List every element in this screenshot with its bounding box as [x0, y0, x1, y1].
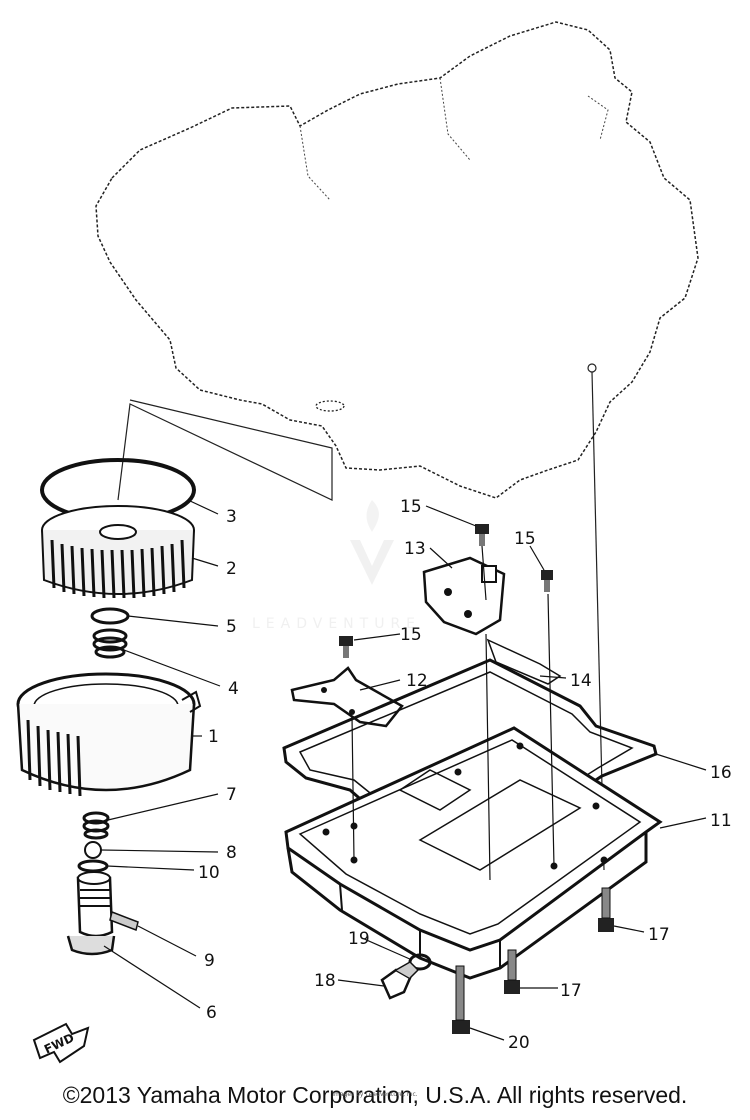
- filter-leader-line: [117, 399, 333, 501]
- label-part-16: 16: [710, 763, 732, 783]
- label-part-15-right: 15: [514, 529, 536, 549]
- watermark-text: LEADVENTURE: [252, 616, 421, 632]
- label-part-4: 4: [228, 679, 239, 699]
- part-18-drain-plug: [380, 961, 420, 1000]
- label-part-11: 11: [710, 811, 732, 831]
- engine-oil-hole: [315, 400, 345, 412]
- label-part-20: 20: [508, 1033, 530, 1053]
- label-part-8: 8: [226, 843, 237, 863]
- label-part-2: 2: [226, 559, 237, 579]
- copyright-notice: ©2013 Yamaha Motor Corporation, U.S.A. A…: [62, 1082, 688, 1108]
- part-20-bolt: [452, 965, 470, 1034]
- label-part-13: 13: [404, 539, 426, 559]
- part-17-bolt-a: [598, 887, 614, 932]
- part-15-bolt-b: [541, 570, 553, 592]
- part-8-ball: [84, 841, 102, 859]
- label-part-1: 1: [208, 727, 219, 747]
- leader-lines: [100, 499, 707, 1041]
- label-part-14: 14: [570, 671, 592, 691]
- part-9-bolt: [109, 910, 139, 932]
- guide-lines: [351, 545, 555, 881]
- part-labels: 3 2 5 4 1 7 8 10 9 6 15 13 15 15 12 14 1…: [198, 497, 732, 1053]
- part-7-spring: [82, 811, 110, 840]
- part-12-bracket: [290, 666, 404, 728]
- part-4-spring: [92, 628, 128, 659]
- label-part-15-top: 15: [400, 497, 422, 517]
- part-15-bolt-a: [475, 524, 489, 546]
- part-14-baffle: [486, 638, 562, 685]
- label-part-5: 5: [226, 617, 237, 637]
- image-credit: Images by LeadVenture, Inc.: [332, 1091, 418, 1098]
- engine-dowel-hole: [587, 363, 597, 373]
- part-6-union-bolt: [66, 871, 116, 956]
- engine-inner-ridge: [299, 77, 609, 201]
- part-1-filter-cover: [16, 672, 202, 797]
- part-5-washer: [90, 607, 130, 625]
- part-13-strainer: [422, 556, 506, 636]
- watermark-logo: LEADVENTURE: [252, 500, 421, 632]
- part-2-oil-filter: [41, 505, 195, 599]
- label-part-18: 18: [314, 971, 336, 991]
- label-part-15-left: 15: [400, 625, 422, 645]
- label-part-7: 7: [226, 785, 237, 805]
- part-10-o-ring: [77, 859, 109, 873]
- part-11-oil-pan: [284, 726, 663, 980]
- part-15-bolt-c: [339, 636, 353, 658]
- fwd-direction-marker: FWD: [32, 1022, 90, 1064]
- part-17-bolt-b: [504, 949, 520, 994]
- label-part-6: 6: [206, 1003, 217, 1023]
- label-part-17-right: 17: [648, 925, 670, 945]
- label-part-9: 9: [204, 951, 215, 971]
- label-part-17-bottom: 17: [560, 981, 582, 1001]
- engine-outline: [95, 21, 699, 499]
- label-part-10: 10: [198, 863, 220, 883]
- label-part-19: 19: [348, 929, 370, 949]
- label-part-12: 12: [406, 671, 428, 691]
- label-part-3: 3: [226, 507, 237, 527]
